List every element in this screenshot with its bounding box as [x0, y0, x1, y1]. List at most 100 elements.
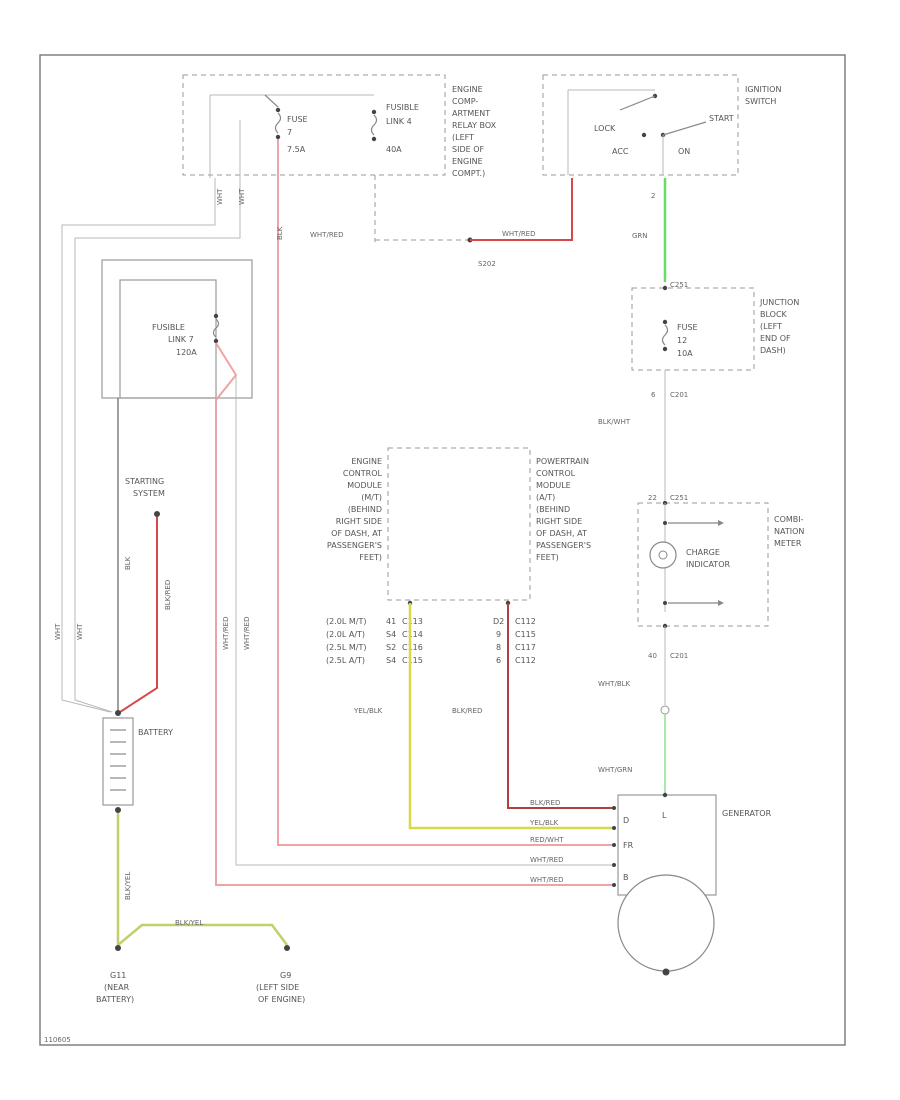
charge-indicator-label-1: CHARGE	[686, 548, 720, 557]
svg-text:9: 9	[496, 630, 501, 639]
svg-text:MODULE: MODULE	[347, 481, 382, 490]
ground-g11	[115, 945, 121, 951]
wire-wht-inner	[74, 120, 241, 713]
generator-ground	[662, 968, 670, 976]
wire-wht-red-ign	[470, 178, 573, 241]
charge-indicator-label-2: INDICATOR	[686, 560, 730, 569]
svg-text:END OF: END OF	[760, 334, 791, 343]
wire-wht-red-link7-a	[215, 342, 612, 886]
pcm-pin-table: (2.0L M/T) 41 C113 D2 C112 (2.0L A/T) S4…	[326, 617, 536, 665]
svg-text:C112: C112	[515, 617, 536, 626]
fuse7-number: 7	[287, 128, 292, 137]
wire-label-blk-wht: BLK/WHT	[598, 418, 631, 426]
ign-switch-arm	[619, 95, 656, 111]
charge-indicator-lamp	[649, 541, 677, 569]
svg-text:OF DASH, AT: OF DASH, AT	[536, 529, 587, 538]
jb-fuse-number: 12	[677, 336, 687, 345]
wire-wht-outer	[61, 178, 216, 713]
svg-text:(LEFT: (LEFT	[452, 133, 474, 142]
wire-blk-red	[507, 603, 612, 809]
link4-terminal-bottom	[371, 136, 377, 142]
svg-text:(BEHIND: (BEHIND	[348, 505, 382, 514]
svg-text:SIDE OF: SIDE OF	[452, 145, 484, 154]
starting-system-terminal	[154, 511, 160, 517]
gen-pin-b: B	[623, 873, 629, 882]
ign-start-arm	[662, 121, 707, 136]
battery-positive-terminal	[115, 710, 121, 716]
wire-label-wht-grn: WHT/GRN	[598, 766, 632, 774]
ign-start-label: START	[709, 114, 734, 123]
svg-text:ARTMENT: ARTMENT	[452, 109, 490, 118]
wire-label-wht-red-left: WHT/RED	[310, 231, 344, 239]
link7-rating: 120A	[176, 348, 197, 357]
svg-text:OF DASH, AT: OF DASH, AT	[331, 529, 382, 538]
wire-red-fuse7	[277, 139, 612, 846]
wire-label-blk-bat: BLK	[124, 556, 132, 570]
svg-text:D2: D2	[493, 617, 504, 626]
svg-text:41: 41	[386, 617, 396, 626]
svg-text:COMPT.): COMPT.)	[452, 169, 485, 178]
svg-text:ENGINE: ENGINE	[452, 85, 483, 94]
svg-text:COMBI-: COMBI-	[774, 515, 804, 524]
ign-title-2: SWITCH	[745, 97, 776, 106]
fuse7-terminal-bottom	[275, 134, 281, 140]
link7-terminal-bottom	[213, 338, 219, 344]
cluster-node-1	[663, 521, 667, 525]
engine-relay-box	[182, 74, 446, 176]
link4-terminal-top	[371, 109, 377, 115]
junction-block-title: JUNCTION BLOCK (LEFT END OF DASH)	[759, 298, 799, 355]
wire-label-wht-2: WHT	[238, 188, 246, 205]
svg-text:PASSENGER'S: PASSENGER'S	[327, 541, 382, 550]
jb-fuse-label: FUSE	[677, 323, 698, 332]
svg-text:(M/T): (M/T)	[361, 493, 382, 502]
wire-label-wht-1: WHT	[216, 188, 224, 205]
svg-text:(2.0L A/T): (2.0L A/T)	[326, 630, 365, 639]
wire-blk-red-start	[119, 517, 158, 713]
ground-g9	[284, 945, 290, 951]
fuse7-switch	[264, 94, 279, 108]
battery-label: BATTERY	[138, 728, 173, 737]
starting-system-label-1: STARTING	[125, 477, 164, 486]
battery-negative-terminal	[115, 807, 121, 813]
svg-text:(A/T): (A/T)	[536, 493, 555, 502]
wire-blk-yel-horizontal	[117, 923, 288, 946]
fuse7-label: FUSE	[287, 115, 308, 124]
svg-text:METER: METER	[774, 539, 802, 548]
svg-text:C117: C117	[515, 643, 536, 652]
wire-label-yel-blk: YEL/BLK	[353, 707, 383, 715]
svg-text:COMP-: COMP-	[452, 97, 478, 106]
wire-label-wht-left-2: WHT	[76, 623, 84, 640]
gen-pin-d: D	[623, 816, 629, 825]
svg-text:FEET): FEET)	[536, 553, 559, 562]
jb-connector-label: C251	[670, 281, 688, 289]
gen-label-wht-red-1: WHT/RED	[530, 856, 564, 864]
svg-text:PASSENGER'S: PASSENGER'S	[536, 541, 591, 550]
ground-g9-text-1: (LEFT SIDE	[256, 983, 299, 992]
ign-on-label: ON	[678, 147, 690, 156]
fuse7-rating: 7.5A	[287, 145, 306, 154]
wire-label-grn: GRN	[632, 232, 648, 240]
svg-text:JUNCTION: JUNCTION	[759, 298, 799, 307]
svg-text:(2.0L M/T): (2.0L M/T)	[326, 617, 366, 626]
svg-text:8: 8	[496, 643, 501, 652]
link7-link: LINK 7	[168, 335, 194, 344]
wire-wht-red-link7-b	[235, 375, 612, 866]
battery-cells	[110, 729, 126, 791]
wire-label-wht-red-right: WHT/RED	[502, 230, 536, 238]
svg-text:(LEFT: (LEFT	[760, 322, 782, 331]
wire-label-wht-red-a: WHT/RED	[222, 617, 230, 651]
svg-text:RELAY BOX: RELAY BOX	[452, 121, 497, 130]
svg-text:S4: S4	[386, 656, 396, 665]
cluster-connector-label: C251	[670, 494, 688, 502]
fuse7-symbol	[274, 112, 282, 134]
wire-label-wht-red-b: WHT/RED	[243, 617, 251, 651]
ground-g11-id: G11	[110, 971, 126, 980]
cluster-title: COMBI- NATION METER	[774, 515, 804, 548]
ign-acc-label: ACC	[612, 147, 629, 156]
svg-text:C115: C115	[515, 630, 536, 639]
pin-40-label: 40	[648, 652, 657, 660]
generator-body	[617, 874, 715, 972]
cluster-arrow-top-head	[718, 520, 724, 526]
svg-text:(BEHIND: (BEHIND	[536, 505, 570, 514]
wire-label-blk-red-start: BLK/RED	[164, 580, 172, 610]
